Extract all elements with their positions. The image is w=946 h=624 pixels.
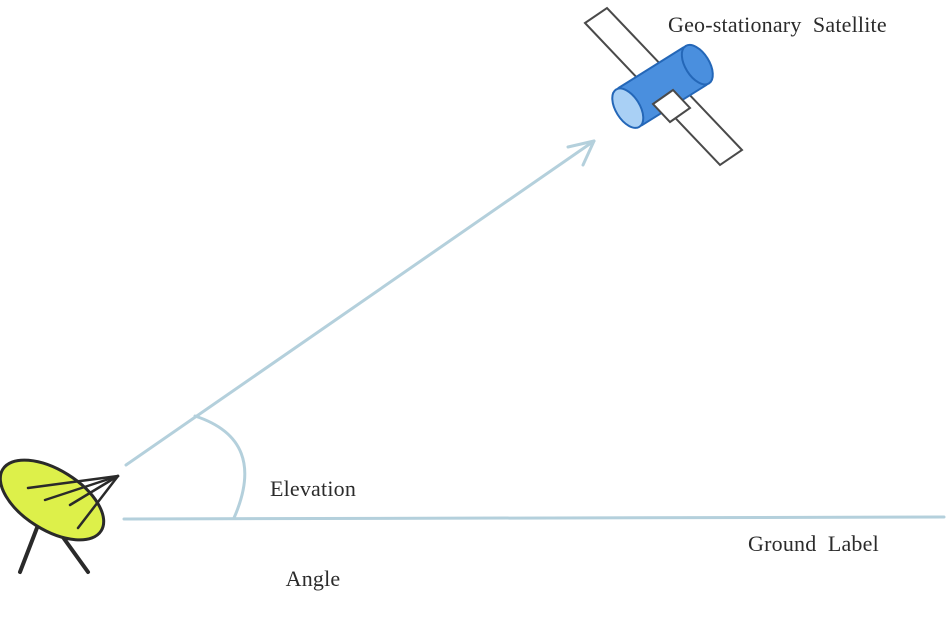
elevation-angle-label-line1: Elevation	[269, 476, 357, 501]
ground-line	[122, 515, 946, 521]
satellite-dish-icon	[0, 458, 120, 574]
satellite-icon	[583, 6, 744, 167]
elevation-angle-label-line2: Angle	[285, 566, 341, 591]
elevation-angle-arc	[193, 414, 247, 520]
satellite-panel-strut	[651, 88, 692, 124]
elevation-angle-diagram	[0, 6, 946, 574]
dish-reflector	[0, 458, 106, 542]
satellite-body-front	[611, 87, 645, 129]
line-of-sight-arrowhead	[566, 139, 596, 167]
satellite-body-back	[680, 43, 714, 86]
elevation-angle-label: Elevation Angle	[250, 414, 376, 624]
satellite-label: Geo-stationary Satellite	[668, 12, 887, 37]
line-of-sight	[124, 139, 596, 467]
ground-label: Ground Label	[748, 531, 879, 556]
